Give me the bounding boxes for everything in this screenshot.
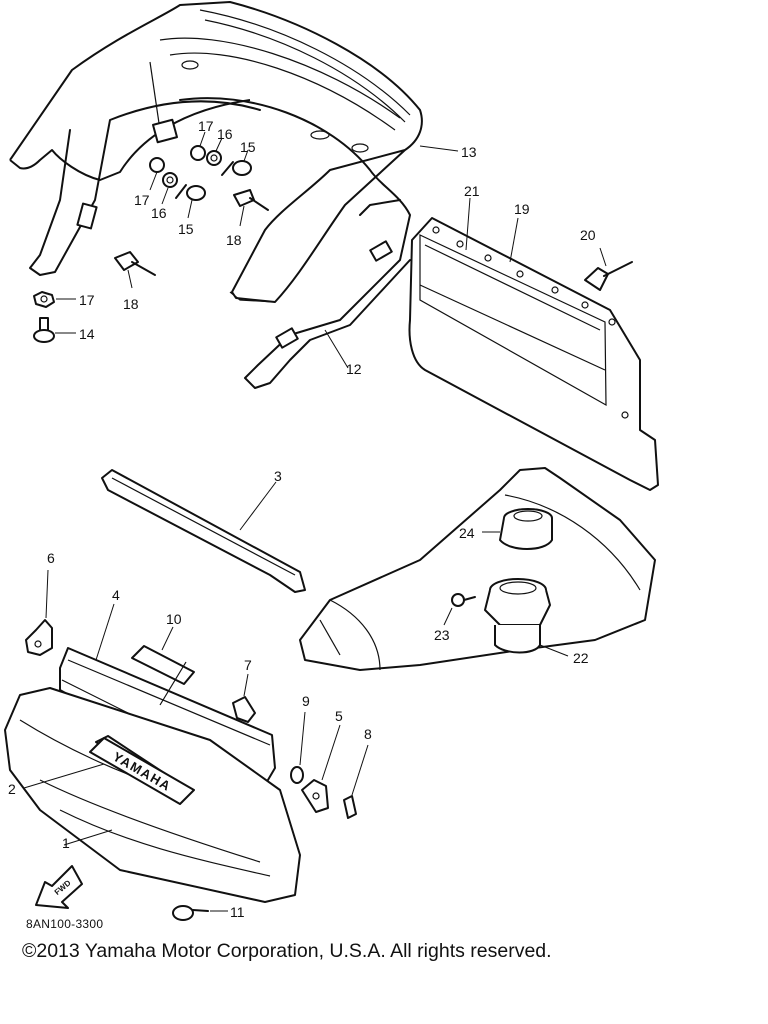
part-23-screw — [443, 593, 476, 626]
callout-10: 10 — [166, 611, 182, 627]
part-13-carrier — [9, 1, 459, 303]
callout-3: 3 — [274, 468, 282, 484]
callout-7: 7 — [244, 657, 252, 673]
callout-2: 2 — [8, 781, 16, 797]
callout-23: 23 — [434, 627, 450, 643]
callout-5: 5 — [335, 708, 343, 724]
part-10-strip — [131, 626, 195, 706]
callout-4: 4 — [112, 587, 120, 603]
callouts: 13 17 16 15 17 16 15 18 18 17 14 12 21 1… — [8, 118, 596, 920]
part-19-mud-flap — [408, 197, 659, 491]
callout-9: 9 — [302, 693, 310, 709]
callout-15: 15 — [178, 221, 194, 237]
part-12-rail — [29, 97, 411, 389]
part-11-screw — [172, 905, 228, 921]
callout-12: 12 — [346, 361, 362, 377]
callout-15: 15 — [240, 139, 256, 155]
callout-20: 20 — [580, 227, 596, 243]
part-22-filler-neck — [484, 578, 569, 657]
callout-17: 17 — [198, 118, 214, 134]
tank-body — [299, 467, 656, 671]
callout-1: 1 — [62, 835, 70, 851]
callout-24: 24 — [459, 525, 475, 541]
parts-9-5-8 — [290, 711, 369, 819]
callout-8: 8 — [364, 726, 372, 742]
part-7-clip — [232, 673, 256, 723]
callout-16: 16 — [151, 205, 167, 221]
callout-18: 18 — [226, 232, 242, 248]
callout-17: 17 — [134, 192, 150, 208]
copyright-notice: ©2013 Yamaha Motor Corporation, U.S.A. A… — [22, 940, 552, 962]
part-20-rivet — [584, 247, 633, 291]
part-6-bracket — [25, 569, 53, 656]
part-1-cowl — [4, 687, 301, 903]
part-24-cap — [482, 508, 553, 550]
callout-21: 21 — [464, 183, 480, 199]
diagram-code: 8AN100-3300 — [26, 917, 104, 931]
callout-17: 17 — [79, 292, 95, 308]
hardware-cluster — [33, 131, 269, 343]
part-3-bar — [101, 469, 306, 593]
callout-11: 11 — [230, 904, 245, 920]
callout-13: 13 — [461, 144, 477, 160]
callout-14: 14 — [79, 326, 95, 342]
callout-22: 22 — [573, 650, 589, 666]
fwd-arrow: FWD — [35, 865, 83, 909]
callout-19: 19 — [514, 201, 530, 217]
callout-16: 16 — [217, 126, 233, 142]
callout-6: 6 — [47, 550, 55, 566]
callout-18: 18 — [123, 296, 139, 312]
